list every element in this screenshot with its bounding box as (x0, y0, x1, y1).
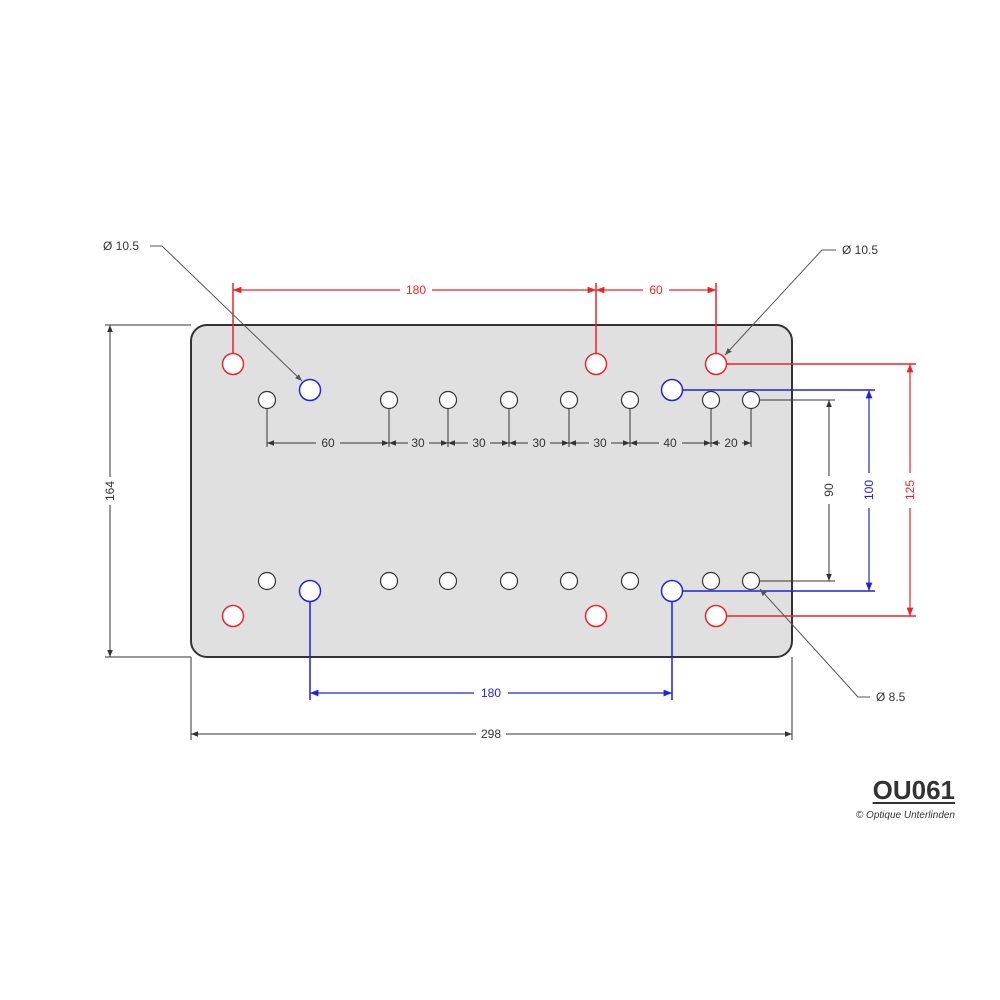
dim-label-blue-180: 180 (481, 686, 501, 700)
dim-label-red-60: 60 (649, 283, 663, 297)
hole-black (438, 390, 458, 410)
hole-blue (660, 579, 684, 603)
dim-label-30: 30 (593, 436, 607, 450)
dim-label-30: 30 (472, 436, 486, 450)
hole-black (620, 390, 640, 410)
hole-black (379, 571, 399, 591)
dim-label-20: 20 (724, 436, 738, 450)
hole-black (559, 571, 579, 591)
hole-blue (298, 579, 322, 603)
dim-label-164: 164 (103, 481, 117, 501)
holes-black (257, 390, 761, 591)
hole-black (741, 390, 761, 410)
hole-red (704, 352, 728, 376)
dim-black-row-labels: 60 30 30 30 30 40 20 (321, 436, 738, 450)
hole-red (584, 604, 608, 628)
extension-lines-blue (309, 389, 875, 700)
hole-red (704, 604, 728, 628)
extension-lines-red (232, 283, 916, 617)
hole-black (257, 571, 277, 591)
hole-red (221, 352, 245, 376)
callout-diameter-10-5-right: Ø 10.5 (842, 243, 878, 257)
holes-red (221, 352, 728, 628)
copyright-text: © Optique Unterlinden (855, 810, 955, 821)
mounting-plate (190, 324, 793, 658)
hole-black (741, 571, 761, 591)
hole-black (257, 390, 277, 410)
hole-black (379, 390, 399, 410)
dim-label-298: 298 (481, 727, 501, 741)
hole-blue (298, 378, 322, 402)
hole-black (559, 390, 579, 410)
title-block: OU061 © Optique Unterlinden (856, 775, 955, 821)
part-code: OU061 (872, 775, 955, 805)
callout-diameter-10-5-left: Ø 10.5 (103, 239, 139, 253)
dim-label-100: 100 (862, 480, 876, 500)
callout-diameter-8-5: Ø 8.5 (876, 690, 906, 704)
hole-blue (660, 378, 684, 402)
hole-black (701, 571, 721, 591)
dim-label-30: 30 (532, 436, 546, 450)
dim-label-red-180: 180 (406, 283, 426, 297)
hole-red (584, 352, 608, 376)
dim-label-60: 60 (321, 436, 335, 450)
holes-blue (298, 378, 684, 603)
dim-label-30: 30 (411, 436, 425, 450)
hole-black (438, 571, 458, 591)
hole-black (620, 571, 640, 591)
dim-label-40: 40 (663, 436, 677, 450)
leader-lines (150, 245, 870, 698)
hole-black (499, 390, 519, 410)
dim-label-125: 125 (903, 480, 917, 500)
dim-label-90: 90 (822, 483, 836, 497)
hole-red (221, 604, 245, 628)
hole-black (499, 571, 519, 591)
hole-black (701, 390, 721, 410)
